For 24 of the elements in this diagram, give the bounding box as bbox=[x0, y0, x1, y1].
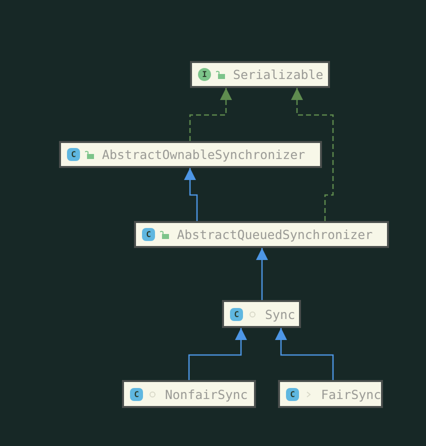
class-box bbox=[59, 141, 322, 168]
class-name: NonfairSync bbox=[165, 386, 248, 402]
class-box bbox=[122, 380, 256, 408]
class-name: Serializable bbox=[233, 67, 324, 82]
class-kind-badge: C bbox=[142, 228, 155, 241]
class-box bbox=[134, 221, 389, 248]
inheritance-arrow bbox=[256, 248, 268, 300]
class-kind-badge: C bbox=[67, 148, 80, 161]
inheritance-arrow bbox=[291, 88, 334, 221]
inheritance-arrow bbox=[184, 168, 198, 221]
inheritance-arrow bbox=[189, 88, 232, 141]
inheritance-arrow bbox=[275, 328, 334, 380]
class-box bbox=[190, 61, 330, 88]
class-name: Sync bbox=[265, 306, 296, 322]
class-kind-badge: I bbox=[198, 68, 211, 81]
inheritance-arrow bbox=[188, 328, 247, 380]
class-kind-badge: C bbox=[286, 388, 299, 400]
class-name: AbstractOwnableSynchronizer bbox=[102, 147, 306, 162]
class-kind-badge: C bbox=[130, 388, 143, 400]
class-name: AbstractQueuedSynchronizer bbox=[177, 227, 373, 242]
class-kind-badge: C bbox=[230, 308, 243, 320]
class-box bbox=[222, 300, 301, 328]
class-box bbox=[278, 380, 383, 408]
class-name: FairSync bbox=[321, 386, 382, 402]
